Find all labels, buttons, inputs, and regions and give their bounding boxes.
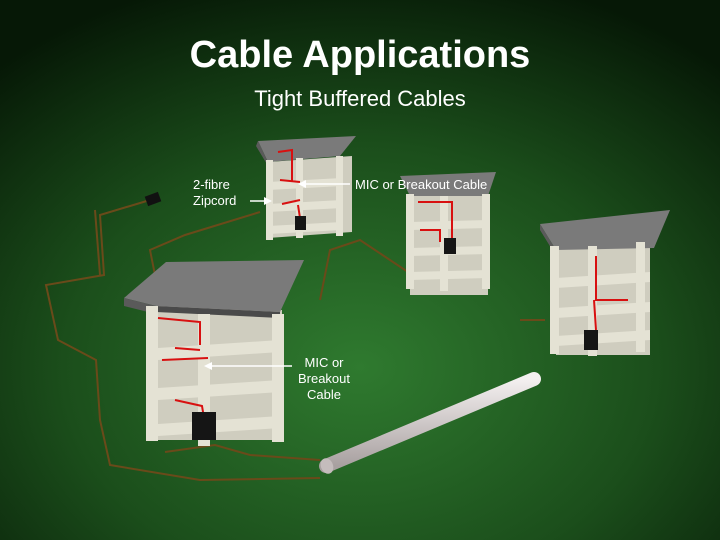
slide-title: Cable Applications bbox=[189, 34, 531, 76]
mic-breakout-label-top: MIC or Breakout Cable bbox=[355, 177, 488, 192]
rack-far-right bbox=[540, 210, 670, 356]
zipcord-cable bbox=[44, 199, 545, 482]
zipcord-label: 2-fibre Zipcord bbox=[193, 177, 237, 208]
equipment-box bbox=[444, 238, 456, 254]
rack-right-middle bbox=[400, 172, 496, 295]
equipment-box bbox=[295, 216, 306, 230]
mic-breakout-label-bottom: MIC or Breakout Cable bbox=[297, 355, 351, 402]
rack-front-left bbox=[124, 260, 304, 446]
conduit-pipe bbox=[319, 372, 541, 474]
wall-outlet-icon bbox=[144, 191, 162, 207]
rack-top-center bbox=[256, 136, 356, 240]
slide-subtitle: Tight Buffered Cables bbox=[254, 86, 466, 111]
callout-arrows bbox=[204, 180, 350, 370]
equipment-box bbox=[192, 412, 216, 440]
equipment-box bbox=[584, 330, 598, 350]
